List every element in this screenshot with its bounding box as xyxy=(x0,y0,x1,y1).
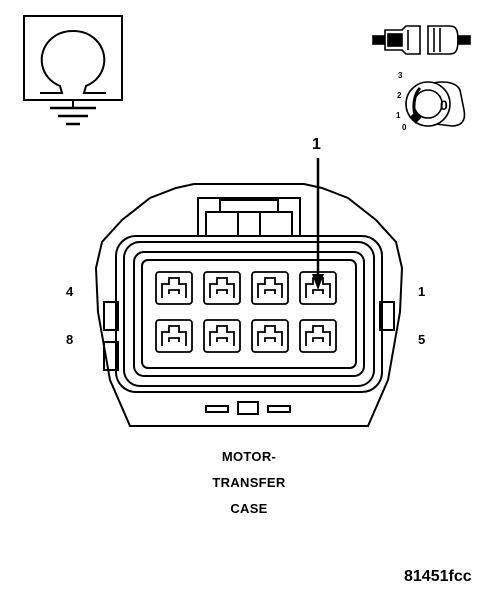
cavity-pin-8 xyxy=(155,319,193,353)
disconnected-connector-icon xyxy=(372,25,471,55)
connector-caption: MOTOR- TRANSFER CASE xyxy=(189,444,309,522)
ignition-position-1: 1 xyxy=(396,111,401,120)
ignition-position-3: 3 xyxy=(398,71,403,80)
cavity-pin-5 xyxy=(299,319,337,353)
connector-body xyxy=(94,183,404,427)
callout-arrow xyxy=(312,158,324,290)
pin-label-1: 1 xyxy=(418,284,426,299)
pin-label-8: 8 xyxy=(66,332,74,347)
caption-line-3: CASE xyxy=(230,501,268,516)
cavity-pin-2 xyxy=(251,271,289,305)
ignition-key-off-icon: 0 3 2 1 0 xyxy=(396,71,466,132)
ohmmeter-ground-icon xyxy=(23,15,123,126)
cavity-pin-7 xyxy=(203,319,241,353)
pin-label-4: 4 xyxy=(66,284,74,299)
callout-number: 1 xyxy=(312,136,321,153)
ignition-position-2: 2 xyxy=(397,91,402,100)
cavity-pin-4 xyxy=(155,271,193,305)
caption-line-2: TRANSFER xyxy=(212,475,286,490)
caption-line-1: MOTOR- xyxy=(221,449,277,464)
cavity-pin-6 xyxy=(251,319,289,353)
ignition-key-position-text: 0 xyxy=(440,97,448,113)
terminal-cavities xyxy=(155,271,337,353)
pin-label-5: 5 xyxy=(418,332,426,347)
ignition-position-0: 0 xyxy=(402,123,407,132)
figure-reference-number: 81451fcc xyxy=(404,568,472,585)
cavity-pin-3 xyxy=(203,271,241,305)
